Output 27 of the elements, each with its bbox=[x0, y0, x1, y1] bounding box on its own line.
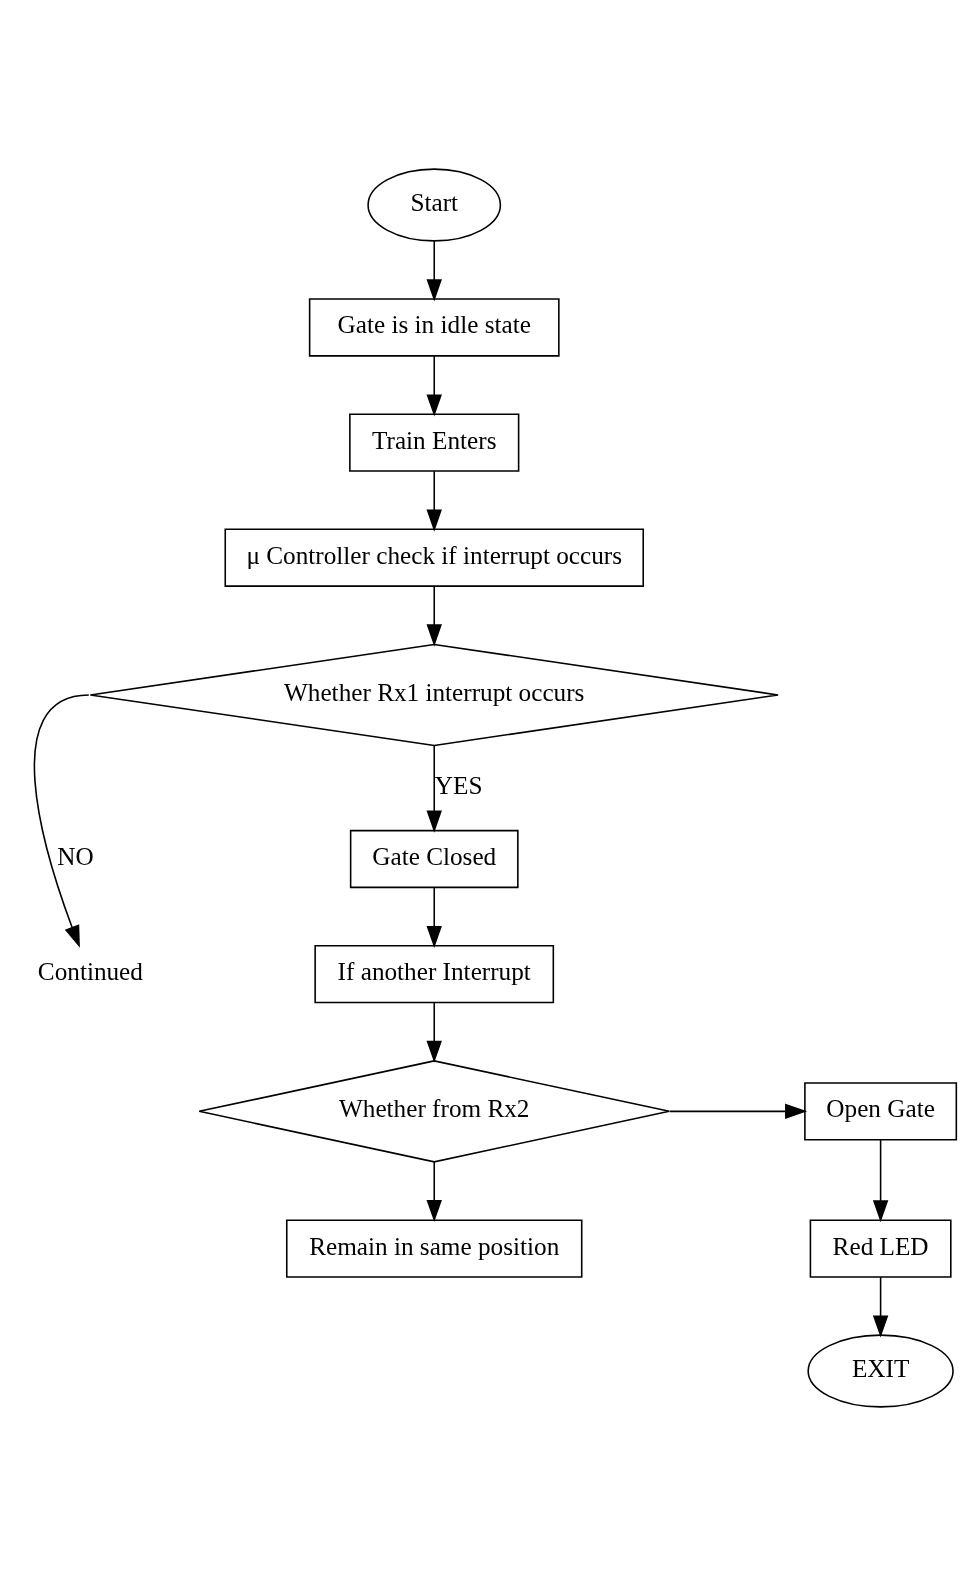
edge-label: YES bbox=[434, 772, 483, 799]
node-box: If another Interrupt bbox=[314, 944, 555, 1004]
arrow bbox=[33, 694, 90, 948]
arrow bbox=[872, 1276, 889, 1338]
arrow bbox=[426, 1002, 442, 1063]
node-box: Open Gate bbox=[804, 1082, 958, 1141]
node-box: Train Enters bbox=[349, 413, 520, 472]
node-text: Continued bbox=[37, 958, 143, 986]
node-ellipse: Start bbox=[367, 168, 502, 242]
node-box: Red LED bbox=[809, 1219, 952, 1278]
node-box: Gate Closed bbox=[349, 829, 519, 889]
edge-label: NO bbox=[57, 842, 94, 870]
node-box: Remain in same position bbox=[285, 1219, 583, 1278]
arrow bbox=[426, 886, 442, 949]
arrow bbox=[668, 1103, 808, 1120]
arrow bbox=[426, 240, 442, 302]
node-ellipse: EXIT bbox=[807, 1334, 954, 1408]
arrow bbox=[426, 470, 442, 532]
node-box: Gate is in idle state bbox=[308, 298, 560, 357]
arrow bbox=[426, 355, 442, 417]
node-box: μ Controller check if interrupt occurs bbox=[224, 528, 644, 587]
node-diamond: Whether from Rx2 bbox=[198, 1060, 671, 1163]
arrow bbox=[872, 1139, 889, 1223]
arrow bbox=[426, 1161, 442, 1223]
arrow bbox=[426, 744, 442, 833]
arrow bbox=[426, 585, 442, 647]
node-diamond: Whether Rx1 interrupt occurs bbox=[89, 643, 779, 747]
